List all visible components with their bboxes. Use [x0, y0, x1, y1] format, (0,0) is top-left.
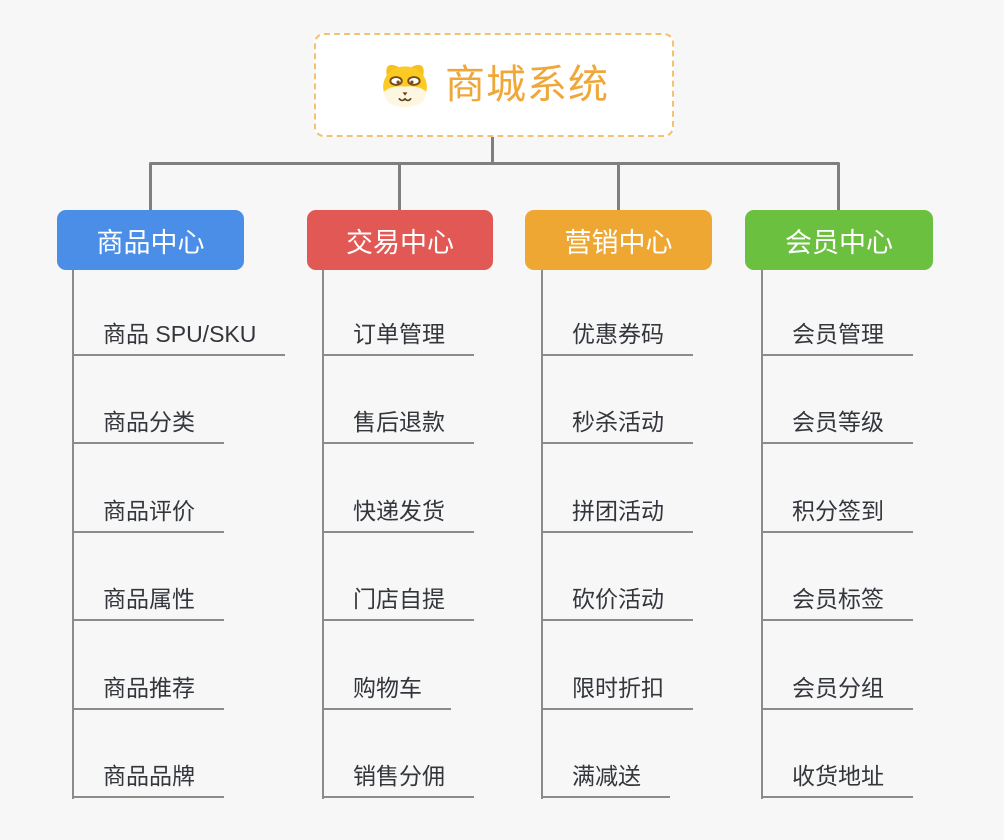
child-label: 会员标签 [792, 586, 884, 612]
child-node[interactable]: 商品推荐 [72, 670, 224, 710]
child-node[interactable]: 收货地址 [761, 758, 913, 798]
connector-root-to-bus [491, 135, 494, 165]
child-label: 商品推荐 [103, 675, 195, 701]
child-label: 优惠券码 [572, 321, 664, 347]
child-node[interactable]: 商品品牌 [72, 758, 224, 798]
child-label: 售后退款 [353, 409, 445, 435]
child-label: 商品属性 [103, 586, 195, 612]
child-node[interactable]: 会员等级 [761, 404, 913, 444]
child-node[interactable]: 商品属性 [72, 581, 224, 621]
child-node[interactable]: 秒杀活动 [541, 404, 693, 444]
child-label: 购物车 [353, 675, 422, 701]
connector-drop-2 [398, 164, 401, 210]
child-label: 会员管理 [792, 321, 884, 347]
child-label: 满减送 [572, 763, 641, 789]
root-title: 商城系统 [445, 63, 609, 107]
child-node[interactable]: 会员管理 [761, 316, 913, 356]
branch-node-product-center[interactable]: 商品中心 [57, 210, 244, 270]
connector-drop-4 [837, 164, 840, 210]
branch-label: 会员中心 [785, 227, 893, 258]
connector-trunk-4 [761, 270, 763, 799]
child-node[interactable]: 商品 SPU/SKU [72, 316, 286, 356]
child-label: 积分签到 [792, 498, 884, 524]
child-label: 会员等级 [792, 409, 884, 435]
child-label: 收货地址 [792, 763, 884, 789]
branch-label: 商品中心 [96, 227, 205, 258]
child-label: 限时折扣 [572, 675, 664, 701]
child-label: 秒杀活动 [572, 409, 664, 435]
child-label: 砍价活动 [572, 586, 664, 612]
child-node[interactable]: 订单管理 [322, 316, 474, 356]
child-node[interactable]: 满减送 [541, 758, 670, 798]
connector-drop-1 [149, 164, 152, 210]
child-node[interactable]: 快递发货 [322, 493, 474, 533]
child-node[interactable]: 门店自提 [322, 581, 474, 621]
child-label: 门店自提 [353, 586, 445, 612]
child-node[interactable]: 会员标签 [761, 581, 913, 621]
child-node[interactable]: 售后退款 [322, 404, 474, 444]
connector-bus [149, 162, 840, 165]
child-label: 拼团活动 [572, 498, 664, 524]
child-node[interactable]: 拼团活动 [541, 493, 693, 533]
branch-label: 交易中心 [346, 227, 454, 258]
root-node[interactable]: 商城系统 [314, 33, 674, 137]
branch-node-trade-center[interactable]: 交易中心 [307, 210, 493, 270]
child-node[interactable]: 销售分佣 [322, 758, 474, 798]
child-label: 销售分佣 [353, 763, 445, 789]
dog-icon [383, 64, 427, 107]
branch-node-marketing-center[interactable]: 营销中心 [525, 210, 712, 270]
child-node[interactable]: 优惠券码 [541, 316, 693, 356]
child-label: 商品评价 [103, 498, 195, 524]
branch-node-member-center[interactable]: 会员中心 [745, 210, 933, 270]
child-label: 会员分组 [792, 675, 884, 701]
connector-trunk-2 [322, 270, 324, 799]
child-label: 快递发货 [353, 498, 445, 524]
child-label: 商品 SPU/SKU [103, 321, 257, 347]
child-node[interactable]: 会员分组 [761, 670, 913, 710]
child-node[interactable]: 购物车 [322, 670, 451, 710]
connector-trunk-3 [541, 270, 543, 799]
child-node[interactable]: 积分签到 [761, 493, 913, 533]
branch-label: 营销中心 [564, 227, 673, 258]
child-node[interactable]: 限时折扣 [541, 670, 693, 710]
child-node[interactable]: 商品评价 [72, 493, 224, 533]
child-node[interactable]: 商品分类 [72, 404, 224, 444]
connector-trunk-1 [72, 270, 74, 799]
child-label: 商品分类 [103, 409, 195, 435]
child-label: 订单管理 [353, 321, 445, 347]
child-node[interactable]: 砍价活动 [541, 581, 693, 621]
child-label: 商品品牌 [103, 763, 195, 789]
connector-drop-3 [617, 164, 620, 210]
